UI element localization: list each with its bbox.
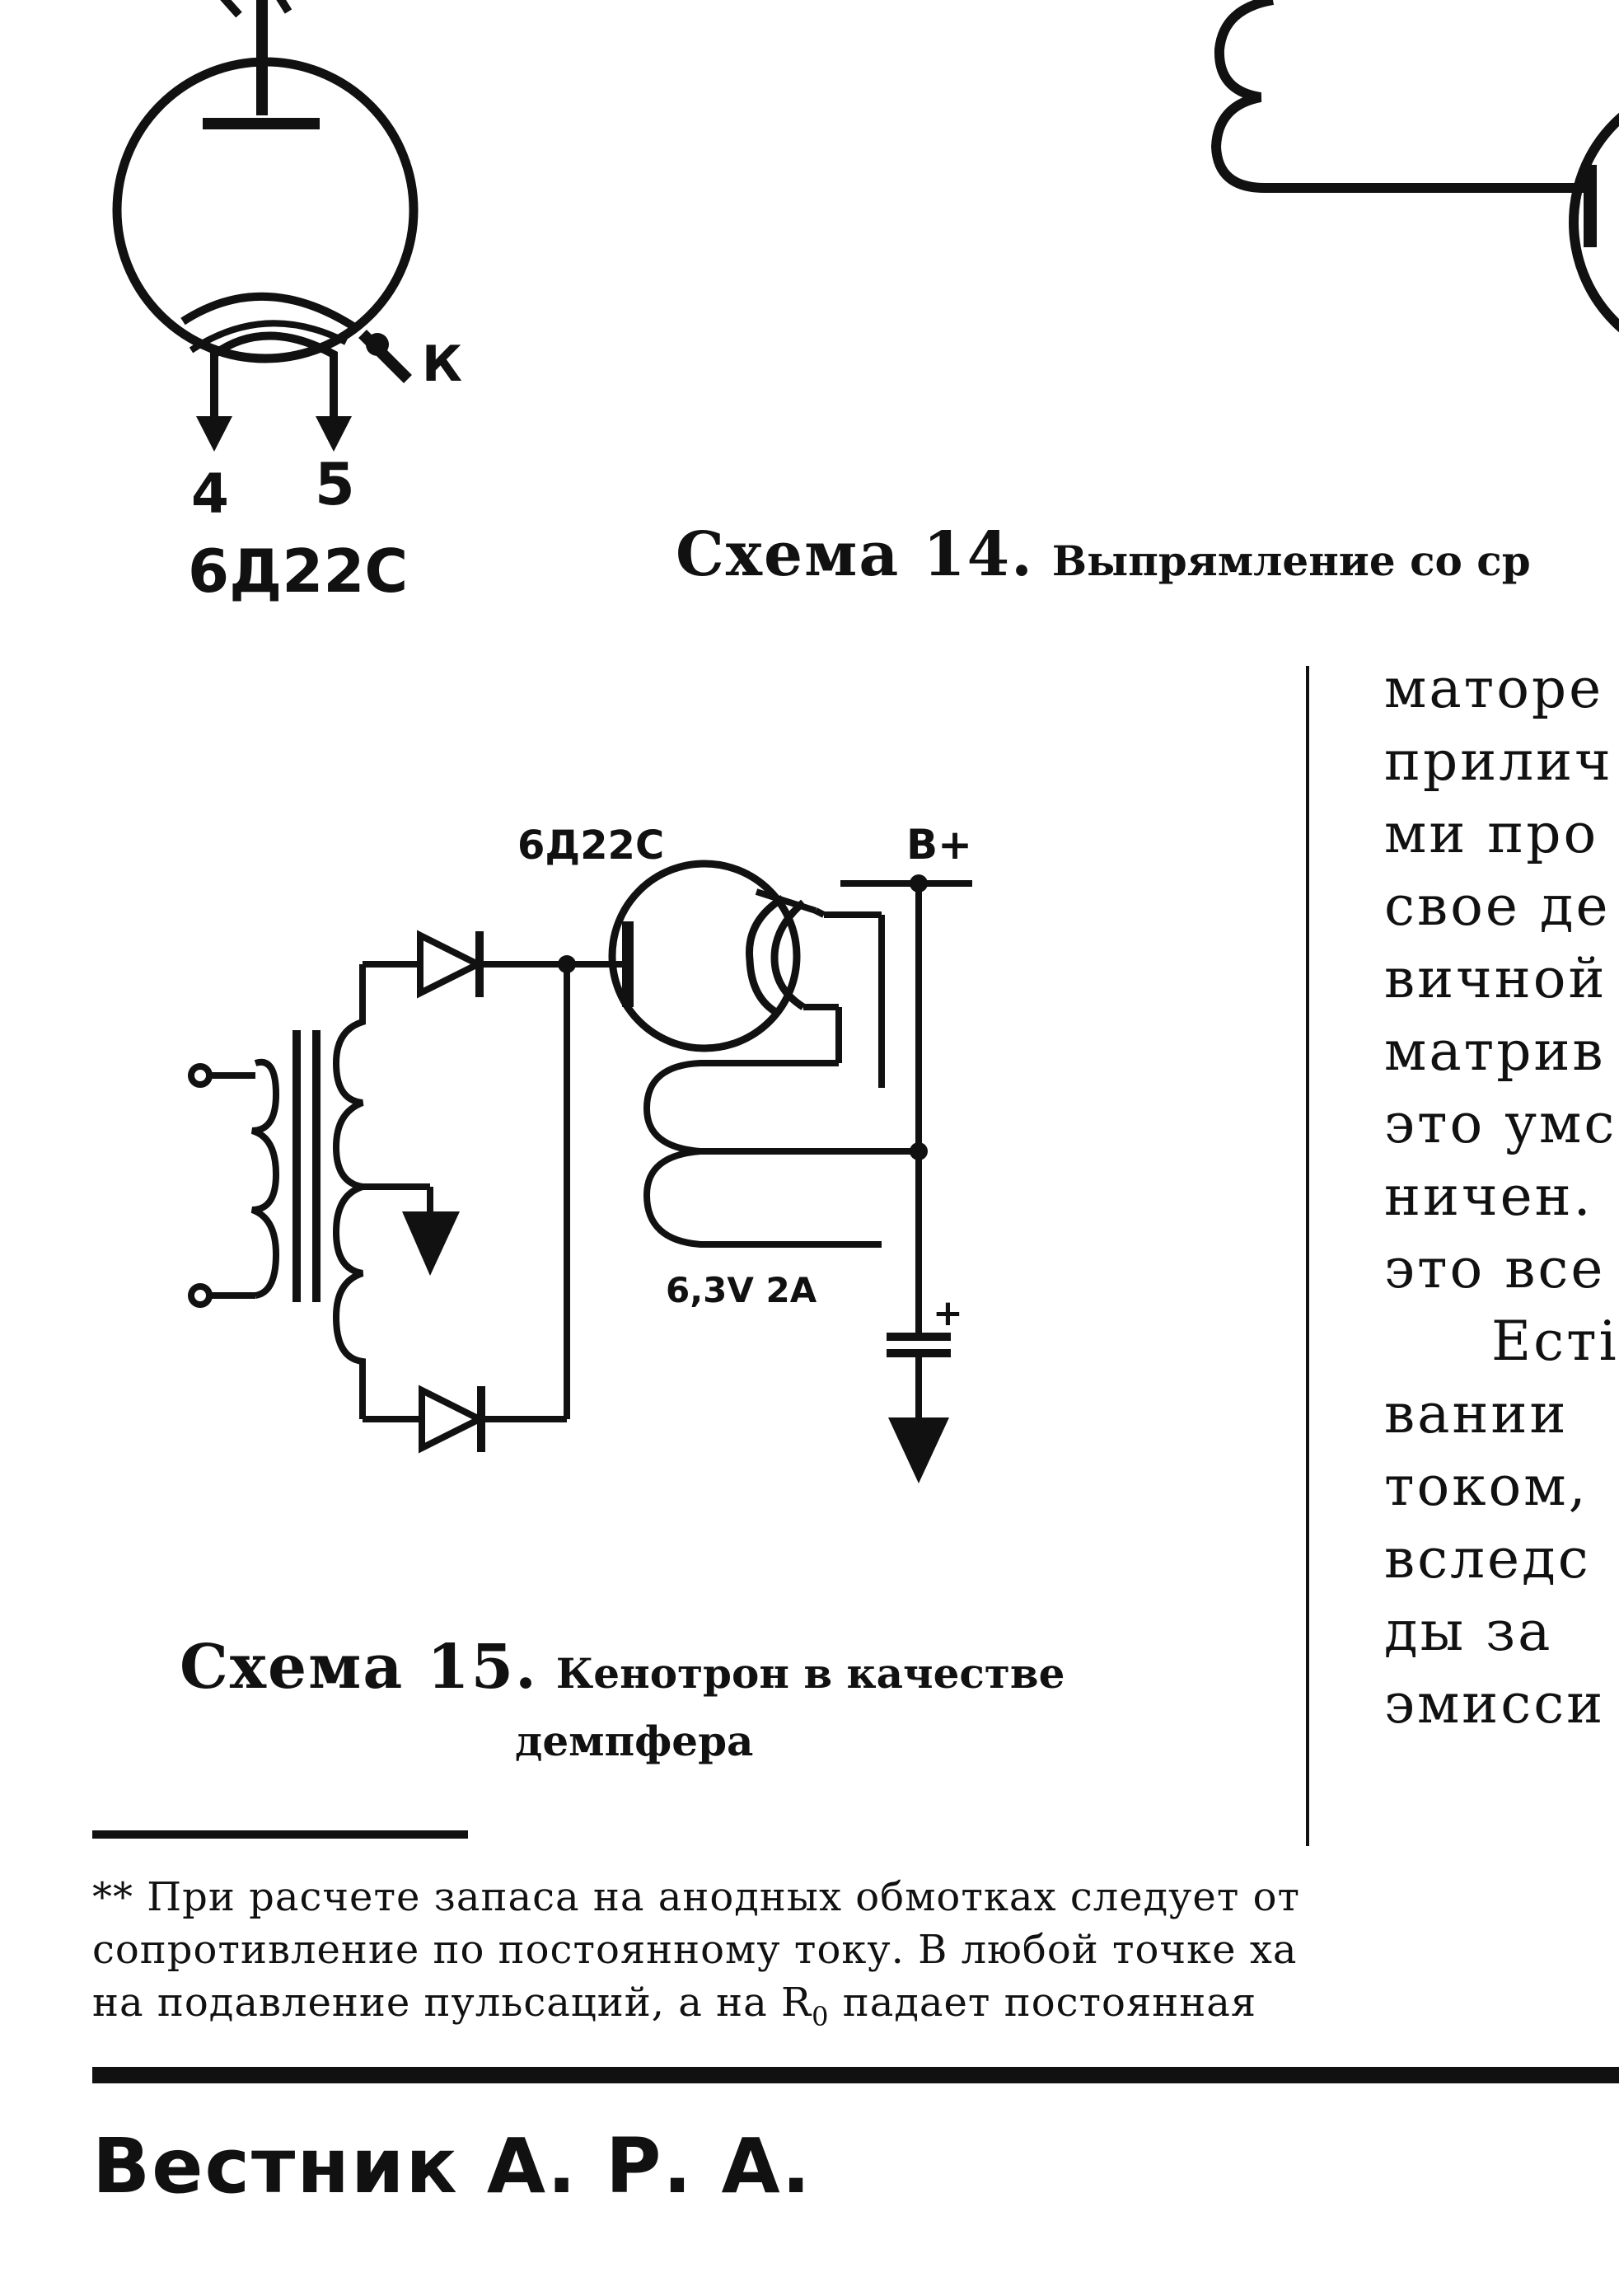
footnote-line-3-post: падает постоянная [829, 1980, 1256, 2026]
body-line: ды за [1384, 1600, 1553, 1663]
footnote-line-3-sub: 0 [812, 2001, 829, 2032]
partial-tube-icon [1569, 112, 1619, 333]
body-line: матрив [1384, 1019, 1606, 1083]
circuit-15-filament-label: 6,3V 2A [666, 1270, 817, 1310]
caption-14-text: Выпрямление со ср [1052, 537, 1531, 585]
circuit-15 [188, 860, 972, 1483]
body-text-column: маторе прилич ми про свое де вичной матр… [1384, 657, 1619, 1736]
body-line: током, [1384, 1455, 1589, 1518]
body-line: это умс [1384, 1092, 1617, 1155]
ground-icon [888, 1417, 949, 1483]
circuit-15-tube-label: 6Д22С [517, 822, 664, 869]
footnote-line-3: на подавление пульсаций, а на R0 падает … [92, 1980, 1256, 2032]
footnote-line-1: ** При расчете запаса на анодных обмотка… [92, 1874, 1300, 1920]
footnote: ** При расчете запаса на анодных обмотка… [92, 1874, 1300, 2032]
body-line: свое де [1384, 874, 1611, 938]
body-line: Есті [1491, 1310, 1619, 1373]
caption-14-lead: Схема 14. [676, 519, 1034, 590]
body-line: вании [1384, 1382, 1568, 1446]
kenotron-tube-icon [608, 860, 801, 1052]
body-line: эмисси [1384, 1672, 1605, 1736]
body-line: прилич [1384, 729, 1613, 793]
body-line: это все [1384, 1237, 1605, 1300]
diode-bottom-icon [419, 1385, 487, 1454]
tube-name-label: 6Д22С [188, 537, 408, 606]
bottom-rule [92, 2067, 1619, 2083]
body-line: маторе [1384, 657, 1603, 720]
caption-15-line1: Схема 15. Кенотрон в качестве [180, 1632, 1065, 1703]
tube-pin-4-label: 4 [191, 462, 229, 526]
caption-15-text1: Кенотрон в качестве [556, 1649, 1065, 1698]
body-line: вследс [1384, 1527, 1591, 1591]
tube-cathode-label: К [422, 335, 462, 393]
circuit-15-cap-plus-label: + [933, 1292, 963, 1334]
footnote-line-2: сопротивление по постоянному току. В люб… [92, 1927, 1298, 1973]
caption-14: Схема 14. Выпрямление со ср [676, 519, 1531, 590]
journal-name: Вестник А. Р. А. [92, 2122, 812, 2210]
body-line: ничен. [1384, 1164, 1593, 1228]
caption-15-text2: демпфера [515, 1717, 753, 1765]
tube-pin-5-label: 5 [315, 451, 355, 518]
tube-envelope-icon [112, 57, 419, 363]
tube-diagram [112, 0, 419, 452]
transformer-primary-icon [250, 1058, 280, 1299]
footnote-line-3-pre: на подавление пульсаций, а на R [92, 1980, 812, 2026]
caption-15-lead: Схема 15. [180, 1632, 538, 1703]
body-line: вичной [1384, 947, 1607, 1010]
ground-center-tap-icon [402, 1211, 460, 1276]
input-terminal-bottom-icon [188, 1283, 213, 1308]
cathode-node-icon [366, 333, 389, 356]
body-line: ми про [1384, 802, 1598, 865]
transformer-secondary-icon [332, 964, 366, 1419]
input-terminal-top-icon [188, 1063, 213, 1088]
partial-circuit-14 [1210, 0, 1619, 333]
diode-top-icon [417, 930, 485, 999]
circuit-15-bplus-label: B+ [906, 821, 972, 869]
